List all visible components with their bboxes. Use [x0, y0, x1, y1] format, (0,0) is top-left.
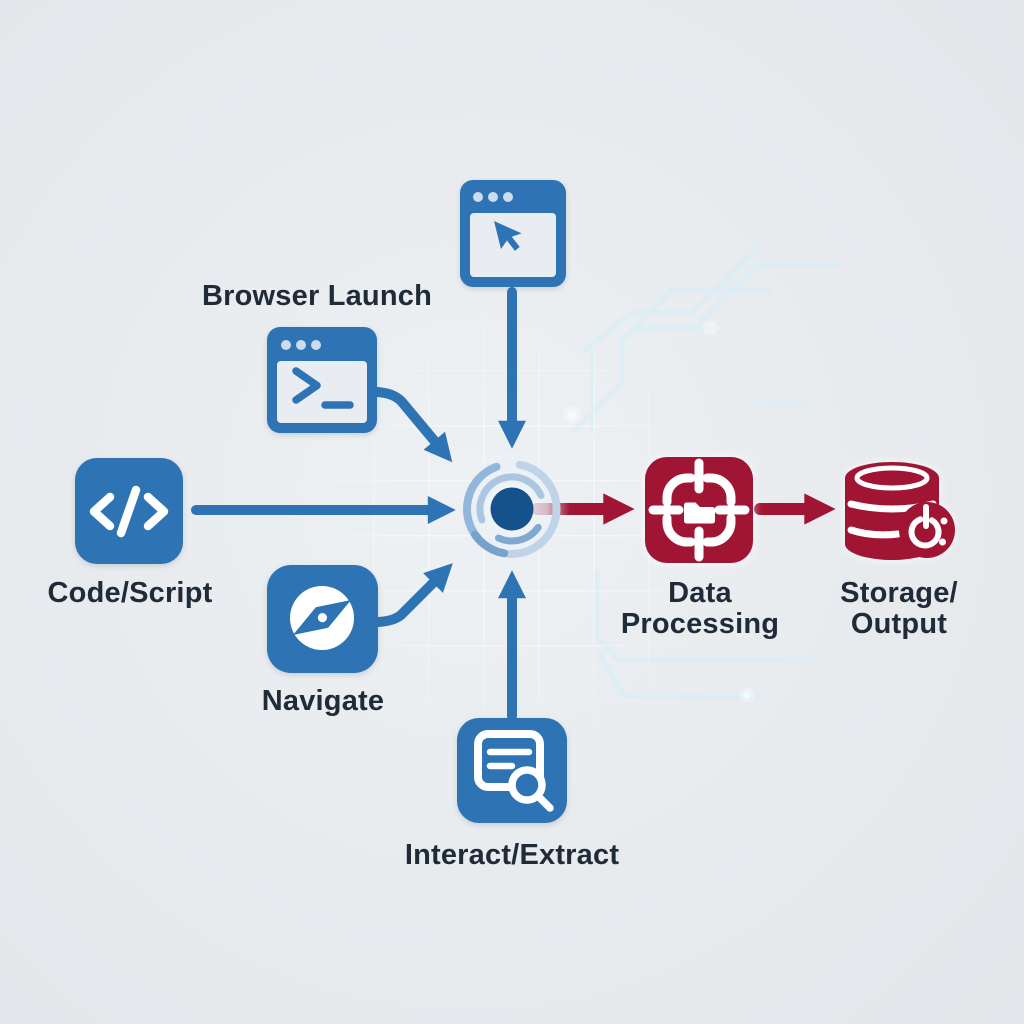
- label-data-processing-line2: Processing: [620, 608, 780, 640]
- terminal-window-icon: [267, 327, 377, 433]
- label-storage-output-line2: Output: [850, 608, 948, 640]
- cursor-arrow-glyph: [494, 221, 522, 251]
- hub-core-dot: [490, 487, 534, 531]
- label-data-processing-line1: Data: [668, 577, 732, 609]
- label-storage-output: Storage/ Output: [840, 578, 958, 640]
- label-browser-launch: Browser Launch: [201, 280, 433, 312]
- label-storage-output-line1: Storage/: [840, 577, 958, 609]
- hub-target-icon: [454, 451, 570, 567]
- arrow-navigate-to-hub: [373, 563, 453, 627]
- chip-folder-icon: [645, 457, 753, 563]
- label-interact-extract: Interact/Extract: [404, 839, 620, 871]
- arrow-terminal-to-hub: [372, 387, 453, 463]
- database-power-icon: [845, 462, 955, 560]
- label-code-script: Code/Script: [47, 577, 213, 609]
- compass-icon: [267, 565, 378, 673]
- power-glyph: [908, 504, 948, 549]
- label-data-processing: Data Processing: [621, 578, 779, 640]
- document-search-icon: [457, 718, 567, 823]
- label-navigate: Navigate: [261, 685, 385, 717]
- circuit-glow-dots: [563, 321, 755, 703]
- code-brackets-icon: [75, 458, 183, 564]
- browser-cursor-icon: [460, 180, 566, 287]
